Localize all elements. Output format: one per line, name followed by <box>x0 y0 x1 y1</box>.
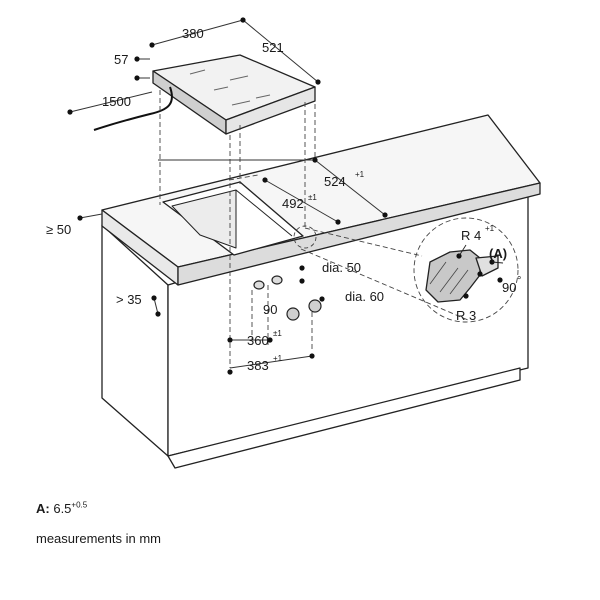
vent-dia-50-right <box>271 275 283 285</box>
dim-label-clearance-35: > 35 <box>116 292 142 307</box>
detail-label-r4: R 4 <box>461 228 481 243</box>
detail-angle-unit: ° <box>517 275 521 287</box>
cutout-inner-wall <box>171 189 237 249</box>
dim-tol-360: ±1 <box>273 329 282 338</box>
tolerance-key: A: <box>36 501 50 516</box>
vent-dia-50-left <box>253 280 265 290</box>
dim-label-57: 57 <box>114 52 128 67</box>
detail-label-angle: 90 <box>502 280 516 295</box>
dim-tol-524: +1 <box>355 170 365 179</box>
detail-callout-circle <box>413 217 519 323</box>
dim-label-524: 524 <box>324 174 346 189</box>
cabinet-plinth <box>167 367 521 469</box>
profile-hatching <box>429 261 469 295</box>
counter-cabinet <box>101 114 541 469</box>
cooktop-unit <box>152 54 316 135</box>
cutout-depth-line <box>235 189 293 237</box>
dimension-endpoints <box>67 17 388 375</box>
cooktop-side-edge <box>225 86 316 135</box>
dim-label-360: 360 <box>247 333 269 348</box>
detail-profile <box>425 244 504 303</box>
detail-label-r3: R 3 <box>456 308 476 323</box>
dim-label-dia-50: dia. 50 <box>322 260 361 275</box>
dim-label-90: 90 <box>263 302 277 317</box>
detail-tol-r4: +1 <box>485 224 495 233</box>
dim-label-380: 380 <box>182 26 204 41</box>
dim-label-383: 383 <box>247 358 269 373</box>
dim-label-1500: 1500 <box>102 94 131 109</box>
profile-countertop-section <box>425 249 481 303</box>
power-cable <box>93 86 173 131</box>
tolerance-plus: +0.5 <box>71 500 88 510</box>
vent-dia-60-right <box>308 299 322 313</box>
detail-focus-circle <box>293 225 317 249</box>
countertop-front-edge <box>177 182 541 286</box>
vent-dia-60-left <box>286 307 300 321</box>
dimension-labels: 380 521 57 1500 ≥ 50 524 +1 492 ±1 dia. … <box>46 26 384 373</box>
dim-label-492: 492 <box>282 196 304 211</box>
dimension-lines <box>67 17 519 375</box>
dim-label-clearance-50: ≥ 50 <box>46 222 71 237</box>
tolerance-note: A: 6.5+0.5 <box>36 501 87 516</box>
vent-openings <box>253 275 322 321</box>
dim-label-521: 521 <box>262 40 284 55</box>
dim-tol-383: +1 <box>273 354 283 363</box>
cooktop-zone-marks <box>189 69 271 106</box>
detail-label-a: (A) <box>489 246 507 261</box>
tolerance-value: 6.5 <box>53 501 72 516</box>
dim-tol-492: ±1 <box>308 193 317 202</box>
detail-labels: R 4 +1 (A) 90 ° R 3 <box>456 224 521 323</box>
dim-label-dia-60: dia. 60 <box>345 289 384 304</box>
units-note: measurements in mm <box>36 531 161 546</box>
